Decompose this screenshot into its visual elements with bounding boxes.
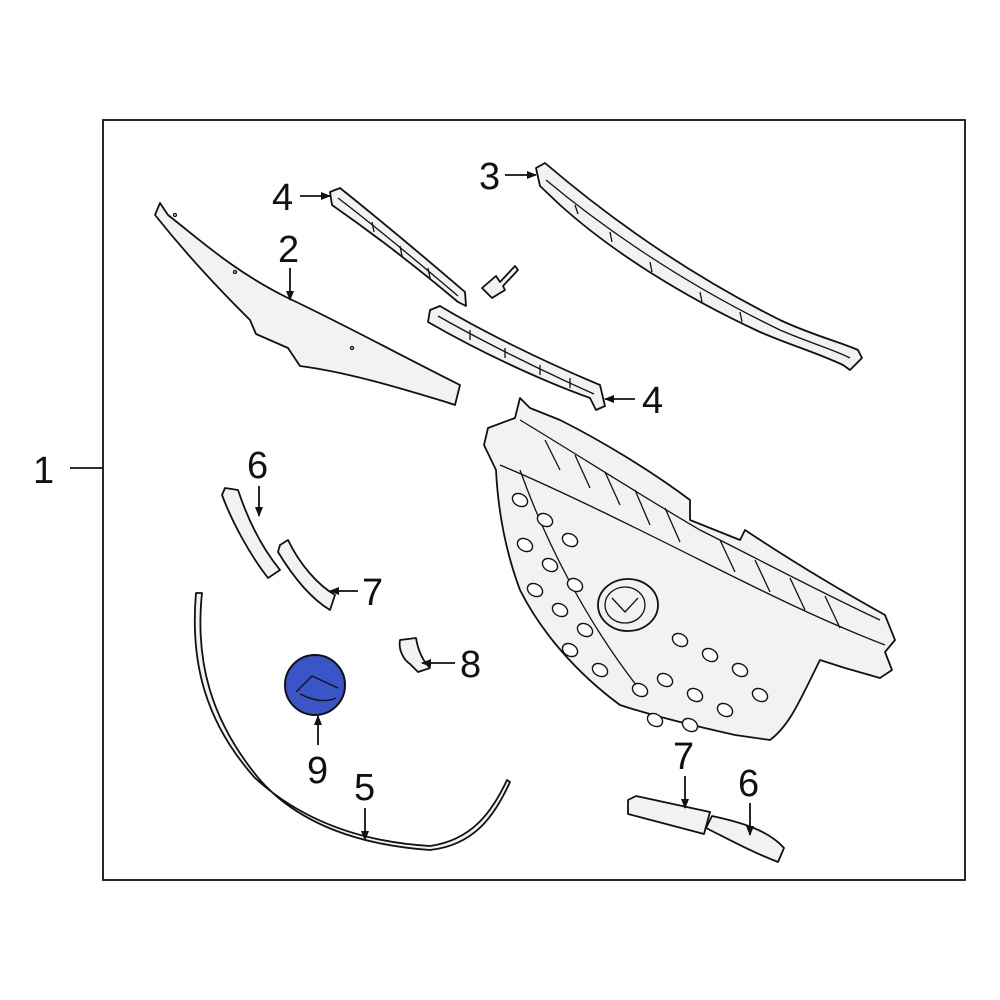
part-6-right-garnish[interactable] (705, 815, 785, 863)
part-7-left-molding[interactable] (277, 539, 336, 611)
clip-fastener[interactable] (481, 265, 519, 299)
callout-2: 2 (278, 229, 299, 271)
part-9-emblem[interactable] (284, 654, 346, 716)
emblem-highlight (284, 654, 346, 716)
part-3-support-bracket[interactable] (535, 162, 863, 371)
callout-6-right: 6 (738, 763, 759, 805)
grille-assembly[interactable] (483, 397, 896, 741)
callout-4-lower: 4 (642, 380, 663, 422)
callout-4-upper: 4 (272, 177, 293, 219)
callout-3: 3 (479, 156, 500, 198)
callout-9: 9 (307, 750, 328, 792)
part-5-lower-molding[interactable] (193, 592, 511, 851)
callout-6-left: 6 (247, 445, 268, 487)
callout-7-right: 7 (673, 736, 694, 778)
part-6-left-garnish[interactable] (221, 487, 281, 579)
part-4-upper-bracket[interactable] (329, 187, 467, 307)
callout-5: 5 (354, 767, 375, 809)
callout-7-left: 7 (362, 572, 383, 614)
part-4-lower-bracket[interactable] (427, 305, 606, 411)
part-7-right-molding[interactable] (627, 795, 711, 835)
callout-8: 8 (460, 644, 481, 686)
part-2-upper-molding[interactable] (154, 202, 461, 406)
callout-1: 1 (33, 450, 54, 492)
